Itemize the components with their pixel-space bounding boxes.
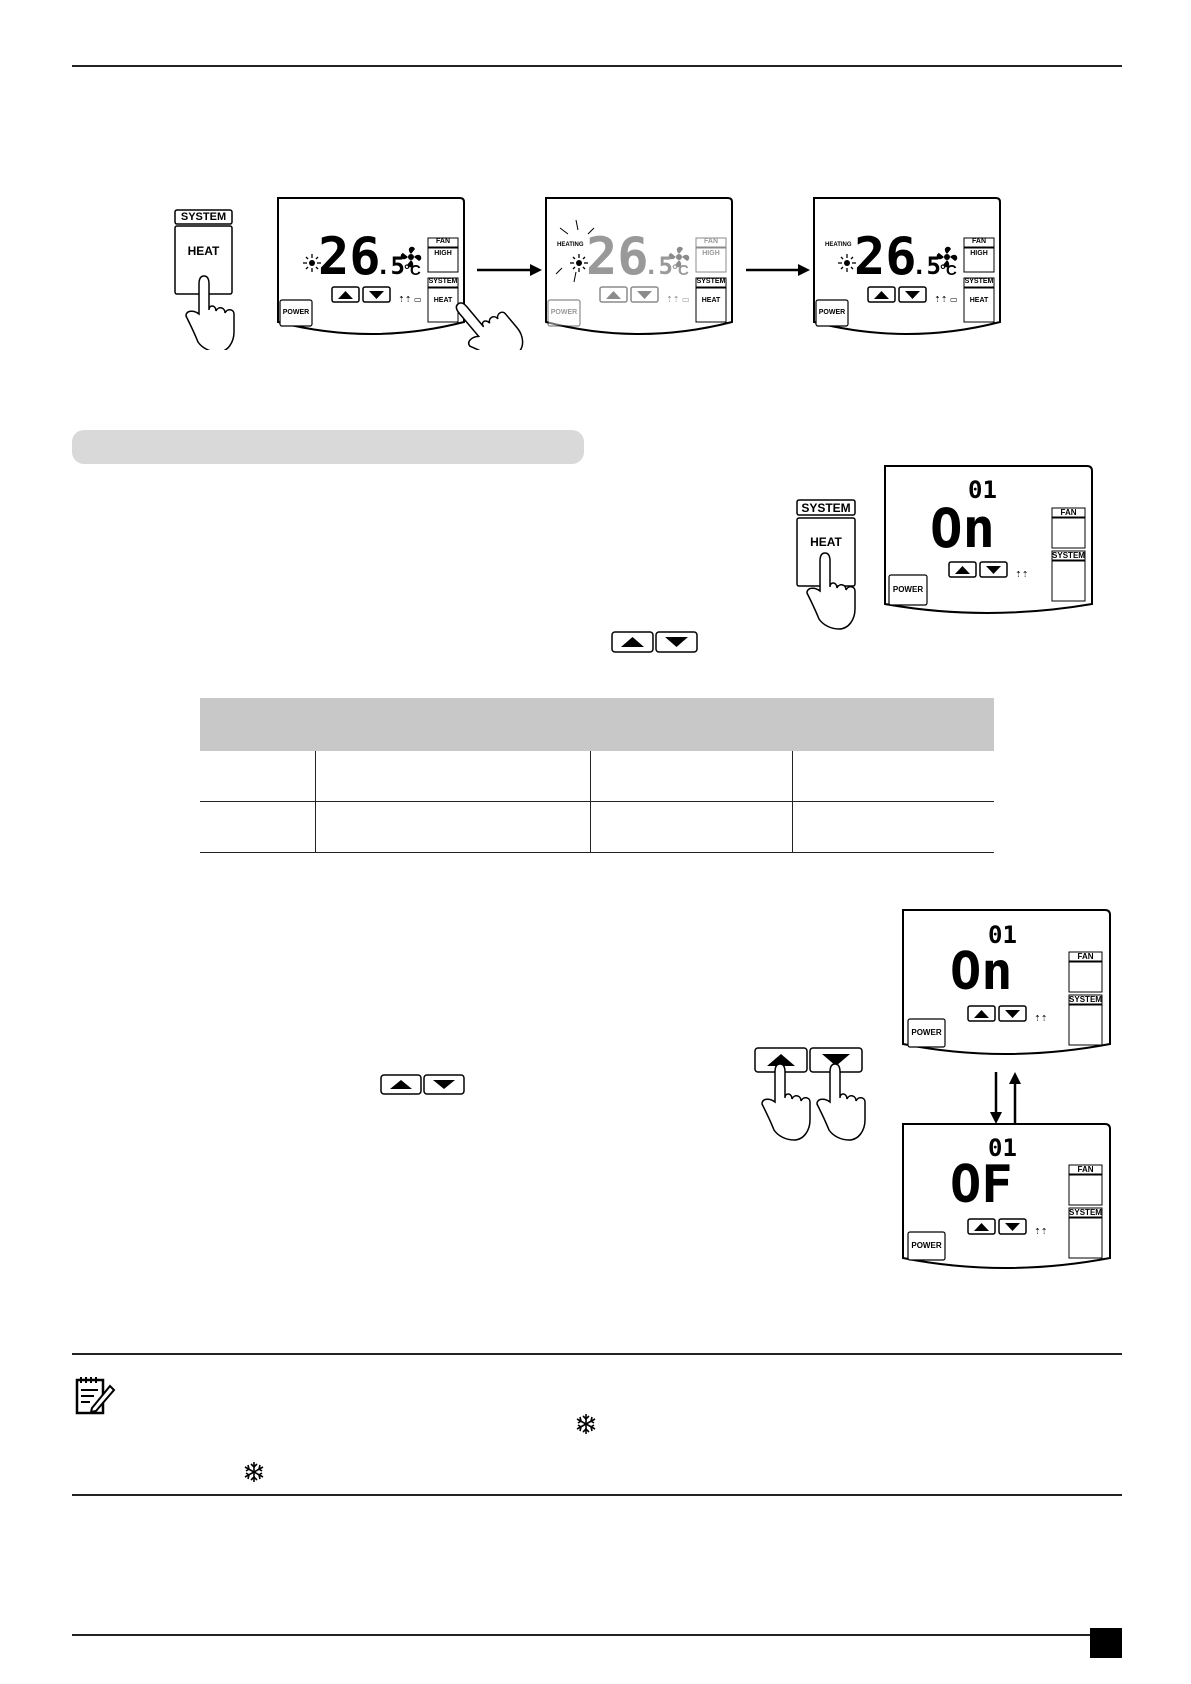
parameter-table: [200, 698, 994, 853]
power-button[interactable]: POWER: [282, 309, 310, 316]
svg-text:⇡⇡: ⇡⇡: [1015, 570, 1028, 579]
high-label[interactable]: HIGH: [702, 250, 720, 257]
table-cell: [590, 801, 793, 853]
page-number-box: [1090, 1628, 1122, 1658]
heat-label[interactable]: HEAT: [969, 297, 989, 304]
fan-label[interactable]: FAN: [1060, 508, 1077, 517]
table-cell: [200, 751, 316, 802]
heating-indicator: HEATING: [557, 242, 584, 248]
section-heading-bar: [72, 430, 584, 464]
snowflake-icon: [576, 1414, 596, 1434]
fan-label[interactable]: FAN: [1077, 1165, 1094, 1174]
on-off-toggle-illustration: ⇡⇡ ⇡⇡: [380, 909, 1111, 1269]
svg-text:⇡⇡ ▭: ⇡⇡ ▭: [666, 295, 690, 304]
fan-label[interactable]: FAN: [972, 238, 986, 245]
power-button[interactable]: POWER: [550, 309, 578, 316]
table-cell: [315, 751, 591, 802]
top-rule: [72, 65, 1122, 67]
system-label[interactable]: SYSTEM: [1052, 551, 1085, 560]
temperature-unit: °C: [940, 262, 957, 279]
system-label[interactable]: SYSTEM: [964, 278, 994, 285]
footer-rule: [72, 1634, 1122, 1636]
high-label[interactable]: HIGH: [434, 250, 452, 257]
power-button[interactable]: POWER: [911, 1241, 942, 1250]
system-label[interactable]: SYSTEM: [1069, 995, 1102, 1004]
temperature-main: 26: [586, 227, 649, 287]
temperature-main: 26: [854, 227, 917, 287]
temperature-decimal: .5: [644, 252, 673, 280]
table-cell: [315, 801, 591, 853]
table-header-row: [200, 698, 994, 751]
temperature-main: 26: [318, 227, 381, 287]
table-header-cell: [200, 698, 994, 751]
notepad-icon: [75, 1377, 116, 1415]
fan-label[interactable]: FAN: [1077, 952, 1094, 961]
svg-text:⇡⇡: ⇡⇡: [1034, 1014, 1047, 1023]
table-row: [200, 801, 994, 853]
table-cell: [200, 801, 316, 853]
parameter-number: 01: [968, 476, 997, 504]
system-key-label[interactable]: SYSTEM: [801, 501, 851, 515]
temperature-decimal: .5: [376, 252, 405, 280]
power-button[interactable]: POWER: [818, 309, 846, 316]
parameter-number: 01: [988, 921, 1017, 949]
heat-label[interactable]: HEAT: [433, 297, 453, 304]
high-label[interactable]: HIGH: [970, 250, 988, 257]
heat-label[interactable]: HEAT: [701, 297, 721, 304]
system-label[interactable]: SYSTEM: [1069, 1208, 1102, 1217]
temperature-decimal: .5: [912, 252, 941, 280]
parameter-number: 01: [988, 1134, 1017, 1162]
table-row: [200, 751, 994, 802]
system-key-label[interactable]: SYSTEM: [180, 211, 227, 223]
temperature-unit: °C: [672, 262, 689, 279]
parameter-state-off: OF: [950, 1155, 1013, 1215]
system-label[interactable]: SYSTEM: [696, 278, 726, 285]
table-cell: [590, 751, 793, 802]
power-button[interactable]: POWER: [892, 585, 924, 594]
heat-key-label[interactable]: HEAT: [810, 535, 842, 549]
snowflake-icon: [244, 1462, 264, 1482]
heating-indicator: HEATING: [825, 242, 852, 248]
parameter-state-on: On: [930, 497, 996, 560]
heat-key-label[interactable]: HEAT: [187, 244, 220, 258]
svg-text:⇡⇡ ▭: ⇡⇡ ▭: [398, 295, 422, 304]
table-cell: [792, 801, 994, 853]
svg-text:⇡⇡: ⇡⇡: [1034, 1227, 1047, 1236]
temperature-unit: °C: [404, 262, 421, 279]
heat-sequence-illustration: ⇡⇡ ▭ ⇡⇡ ▭ ⇡⇡ ▭: [174, 197, 1001, 350]
power-button[interactable]: POWER: [911, 1028, 942, 1037]
fan-label[interactable]: FAN: [704, 238, 718, 245]
system-label[interactable]: SYSTEM: [428, 278, 458, 285]
note-top-rule: [72, 1353, 1122, 1355]
parameter-illustration: ⇡⇡: [611, 465, 1093, 653]
note-bottom-rule: [72, 1494, 1122, 1496]
table-cell: [792, 751, 994, 802]
svg-text:⇡⇡ ▭: ⇡⇡ ▭: [934, 295, 958, 304]
parameter-state-on: On: [950, 942, 1013, 1002]
fan-label[interactable]: FAN: [436, 238, 450, 245]
